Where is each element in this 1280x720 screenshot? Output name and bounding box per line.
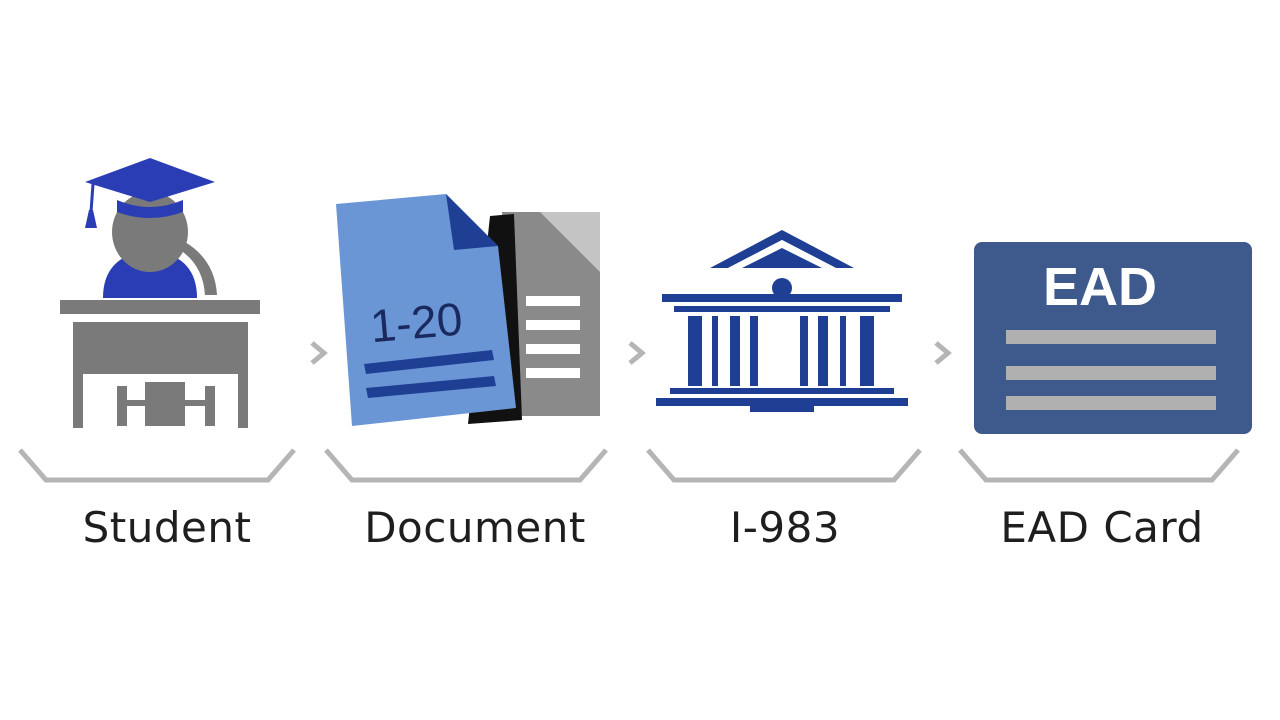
chevron-right-icon: [310, 341, 328, 365]
bracket-divider: [324, 448, 608, 483]
step-label-student: Student: [82, 503, 252, 552]
chevron-right-icon: [628, 341, 646, 365]
ead-card-icon: EAD: [974, 242, 1252, 434]
i983-step-icon-group: [650, 228, 915, 418]
step-label-document: Document: [364, 503, 586, 552]
ead-card-step-icon-group: EAD: [974, 242, 1254, 437]
government-building-icon: [656, 230, 908, 412]
bracket-divider: [958, 448, 1240, 483]
step-label-ead-card: EAD Card: [1000, 503, 1204, 552]
bracket-divider: [18, 448, 296, 483]
student-at-desk-icon: [60, 158, 260, 428]
bracket-divider: [646, 448, 922, 483]
document-step-icon-group: 1-20: [330, 188, 610, 438]
ead-card-title: EAD: [1043, 257, 1157, 317]
document-form-number: 1-20: [368, 292, 464, 352]
student-step-icon-group: [55, 150, 270, 435]
step-label-i983: I-983: [729, 503, 841, 552]
document-icon: 1-20: [336, 194, 600, 426]
chevron-right-icon: [934, 341, 952, 365]
